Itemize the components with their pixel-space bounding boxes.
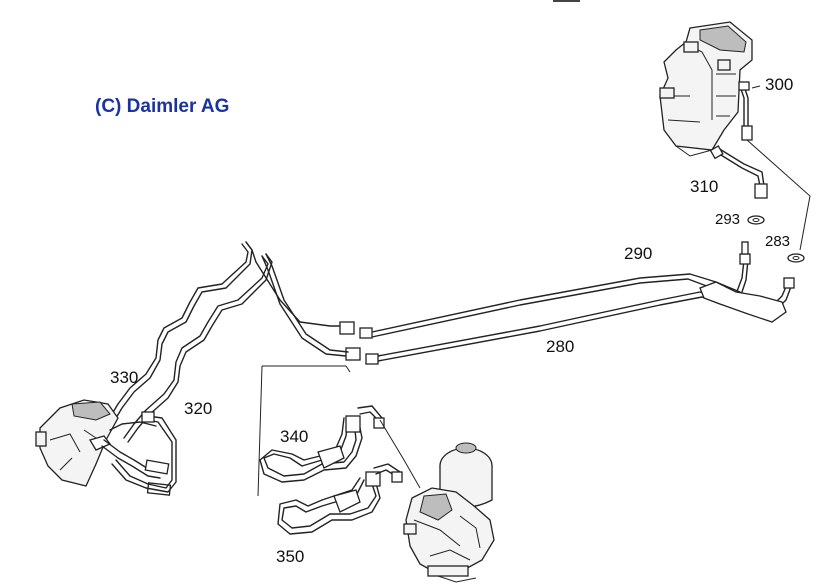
line-310 xyxy=(709,145,768,199)
callout-283: 283 xyxy=(765,233,790,250)
line-300 xyxy=(738,81,811,251)
callout-350: 350 xyxy=(276,547,304,566)
line-340 xyxy=(259,405,385,483)
leader-bracket-340 xyxy=(257,365,351,497)
line-290 xyxy=(371,241,751,338)
callout-290: 290 xyxy=(624,244,652,263)
line-350 xyxy=(277,463,403,535)
callout-293: 293 xyxy=(715,211,740,228)
callout-310: 310 xyxy=(690,177,718,196)
line-320 xyxy=(123,253,349,443)
line-280 xyxy=(377,277,795,362)
callout-280: 280 xyxy=(546,337,574,356)
callout-300: 300 xyxy=(765,75,793,94)
upper-control-unit xyxy=(659,21,753,157)
pump-reservoir-unit xyxy=(403,442,495,583)
left-valve-block xyxy=(35,399,177,496)
middle-connectors xyxy=(339,321,379,365)
washer-283 xyxy=(787,253,805,263)
callout-320: 320 xyxy=(184,399,212,418)
copyright-text: (C) Daimler AG xyxy=(95,96,230,117)
line-330 xyxy=(93,241,341,439)
callout-340: 340 xyxy=(280,427,308,446)
washer-293 xyxy=(747,215,765,225)
callout-330: 330 xyxy=(110,368,138,387)
